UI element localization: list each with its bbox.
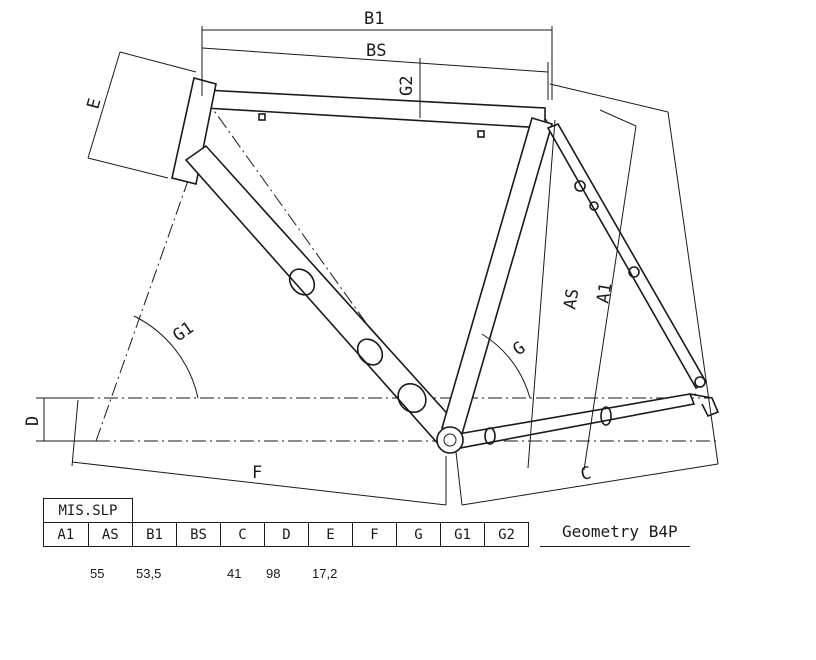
frame-tubes (171, 77, 720, 454)
label-f: F (252, 463, 262, 483)
value-e: 17,2 (312, 566, 338, 581)
label-g1: G1 (169, 318, 197, 346)
top-tube (204, 89, 546, 129)
chain-stay (457, 393, 696, 449)
label-b1: B1 (364, 9, 384, 29)
label-a1: A1 (593, 281, 616, 305)
column-a1: A1 (43, 522, 89, 547)
value-as: 55 (90, 566, 105, 581)
down-tube (184, 144, 464, 448)
dimension-text: B1 BS G2 E G1 AS A1 G D F C (23, 9, 616, 485)
head-tube (171, 77, 217, 185)
label-g: G (509, 338, 529, 360)
seat-stay (546, 122, 708, 390)
column-g1: G1 (440, 522, 485, 547)
size-table-header: MIS.SLP (43, 498, 133, 523)
value-c: 41 (227, 566, 242, 581)
label-c: C (579, 463, 593, 485)
rear-dropout (694, 376, 706, 388)
label-d: D (23, 416, 43, 426)
label-bs: BS (366, 41, 386, 61)
column-f: F (352, 522, 397, 547)
column-bs: BS (176, 522, 221, 547)
label-as: AS (560, 287, 583, 311)
column-e: E (308, 522, 353, 547)
label-e: E (84, 96, 106, 111)
dimension-lines (36, 26, 719, 506)
column-g: G (396, 522, 441, 547)
size-table: MIS.SLP A1 AS B1 BS C D E F G G1 G2 (43, 498, 529, 547)
column-g2: G2 (484, 522, 529, 547)
title-underline (540, 546, 690, 547)
size-table-columns: A1 AS B1 BS C D E F G G1 G2 (43, 522, 529, 547)
value-d: 98 (266, 566, 281, 581)
column-as: AS (87, 522, 133, 547)
column-c: C (220, 522, 265, 547)
label-g2: G2 (397, 76, 417, 96)
column-d: D (264, 522, 309, 547)
frame-title: Geometry B4P (562, 522, 678, 541)
bottom-bracket (436, 426, 464, 454)
value-b1: 53,5 (136, 566, 162, 581)
column-b1: B1 (132, 522, 177, 547)
seat-tube (441, 117, 553, 435)
